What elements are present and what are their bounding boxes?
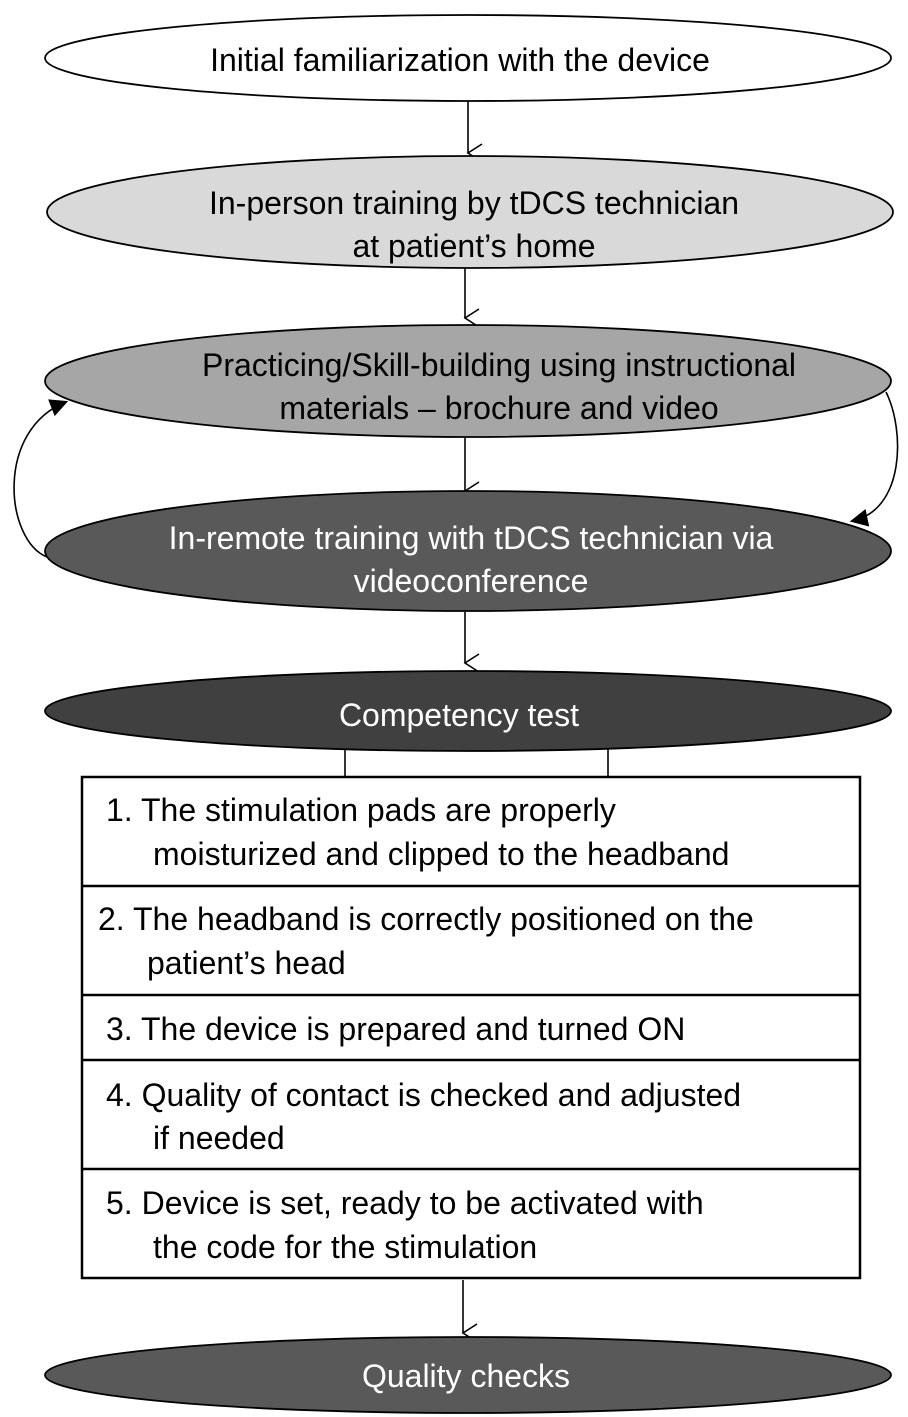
step-5-line-1: Competency test [339, 697, 579, 733]
step-3-shape [44, 324, 892, 438]
checklist-frame [80, 775, 862, 1280]
step-practicing-skill-building: Practicing/Skill-building using instruct… [44, 324, 892, 438]
step-remote-training: In-remote training with tDCS technician … [44, 490, 892, 612]
step-5-shape [44, 670, 892, 752]
checklist-item-2-line-2: patient’s head [147, 945, 346, 981]
checklist-item-2-line-1: 2. The headband is correctly positioned … [98, 901, 754, 937]
step-1-shape [44, 14, 892, 102]
step-4-line-2: videoconference [354, 563, 589, 599]
step-3-line-2: materials – brochure and video [279, 390, 718, 426]
step-4-shape [44, 490, 892, 612]
step-2-line-2: at patient’s home [352, 228, 595, 264]
checklist-item-1-line-2: moisturized and clipped to the headband [153, 836, 729, 872]
checklist-item-4-line-2: if needed [153, 1120, 285, 1156]
step-3-line-1: Practicing/Skill-building using instruct… [202, 347, 796, 383]
loop-arrow-right [849, 391, 899, 527]
step-4-line-1: In-remote training with tDCS technician … [169, 520, 774, 556]
step-1-line-1: Initial familiarization with the device [210, 42, 710, 78]
step-initial-familiarization: Initial familiarization with the device [44, 14, 892, 102]
step-6-line-1: Quality checks [362, 1358, 570, 1394]
checklist-item-5-line-1: 5. Device is set, ready to be activated … [106, 1185, 704, 1221]
checklist-item-3-line-1: 3. The device is prepared and turned ON [106, 1011, 685, 1047]
competency-checklist: 1. The stimulation pads are properly moi… [80, 775, 862, 1280]
loop-arrow-left [13, 399, 69, 558]
checklist-item-1-line-1: 1. The stimulation pads are properly [106, 792, 616, 828]
step-quality-checks: Quality checks [44, 1336, 892, 1414]
step-competency-test: Competency test [44, 670, 892, 752]
step-2-shape [46, 155, 894, 269]
step-in-person-training: In-person training by tDCS technician at… [46, 155, 894, 269]
checklist-item-5-line-2: the code for the stimulation [153, 1229, 537, 1265]
checklist-item-4-line-1: 4. Quality of contact is checked and adj… [106, 1077, 741, 1113]
step-2-line-1: In-person training by tDCS technician [209, 185, 739, 221]
step-6-shape [44, 1336, 892, 1414]
